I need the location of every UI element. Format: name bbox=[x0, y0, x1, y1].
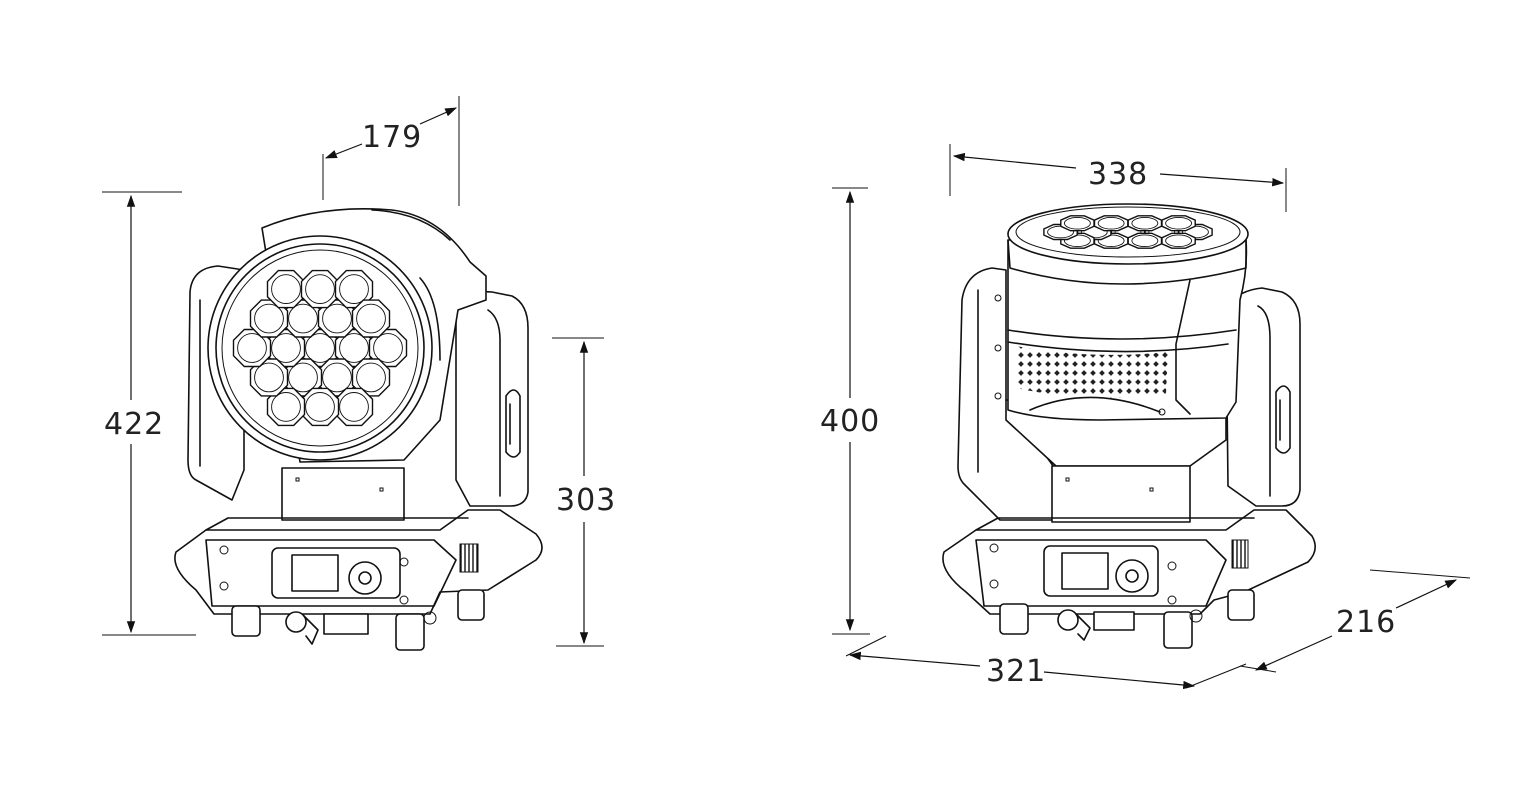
front-control-panel bbox=[271, 547, 401, 599]
led-cell bbox=[351, 299, 391, 338]
led-cell bbox=[266, 269, 306, 309]
front-dimension-lines bbox=[102, 96, 604, 647]
led-cell bbox=[1127, 232, 1163, 249]
dim-side-height: 400 bbox=[820, 404, 880, 439]
side-nav-buttons bbox=[1115, 559, 1149, 593]
led-cell bbox=[1161, 232, 1196, 249]
side-connector bbox=[1057, 609, 1079, 631]
led-cell bbox=[1161, 215, 1196, 232]
side-control-panel bbox=[1043, 545, 1159, 597]
side-led-cells bbox=[1043, 215, 1213, 249]
dim-side-base-depth: 216 bbox=[1336, 605, 1396, 640]
side-foot bbox=[999, 603, 1029, 635]
front-foot bbox=[395, 613, 425, 651]
led-cell bbox=[1060, 215, 1095, 232]
front-handle bbox=[505, 389, 521, 458]
led-cell bbox=[334, 387, 374, 427]
front-nav-buttons bbox=[348, 561, 382, 595]
led-cell bbox=[300, 269, 340, 309]
front-foot bbox=[231, 605, 261, 637]
side-handle bbox=[1275, 385, 1291, 454]
dim-front-depth: 179 bbox=[362, 120, 422, 155]
side-foot bbox=[1163, 611, 1193, 649]
dim-side-base-width: 321 bbox=[986, 654, 1046, 689]
led-cell bbox=[1127, 215, 1163, 232]
front-yoke-center bbox=[281, 467, 405, 521]
led-cell bbox=[266, 387, 306, 427]
front-led-cells bbox=[232, 269, 408, 427]
front-foot bbox=[457, 589, 485, 621]
led-cell bbox=[1093, 215, 1129, 232]
dim-front-height: 422 bbox=[104, 407, 164, 442]
led-cell bbox=[249, 358, 289, 397]
dim-front-base-height: 303 bbox=[556, 483, 616, 518]
side-view bbox=[942, 203, 1316, 649]
dim-side-head-width: 338 bbox=[1088, 157, 1148, 192]
front-connector bbox=[285, 611, 307, 633]
led-cell bbox=[351, 358, 391, 397]
side-foot bbox=[1227, 589, 1255, 621]
side-dimension-lines bbox=[832, 144, 1471, 690]
led-cell bbox=[368, 328, 408, 368]
led-cell bbox=[300, 387, 340, 427]
